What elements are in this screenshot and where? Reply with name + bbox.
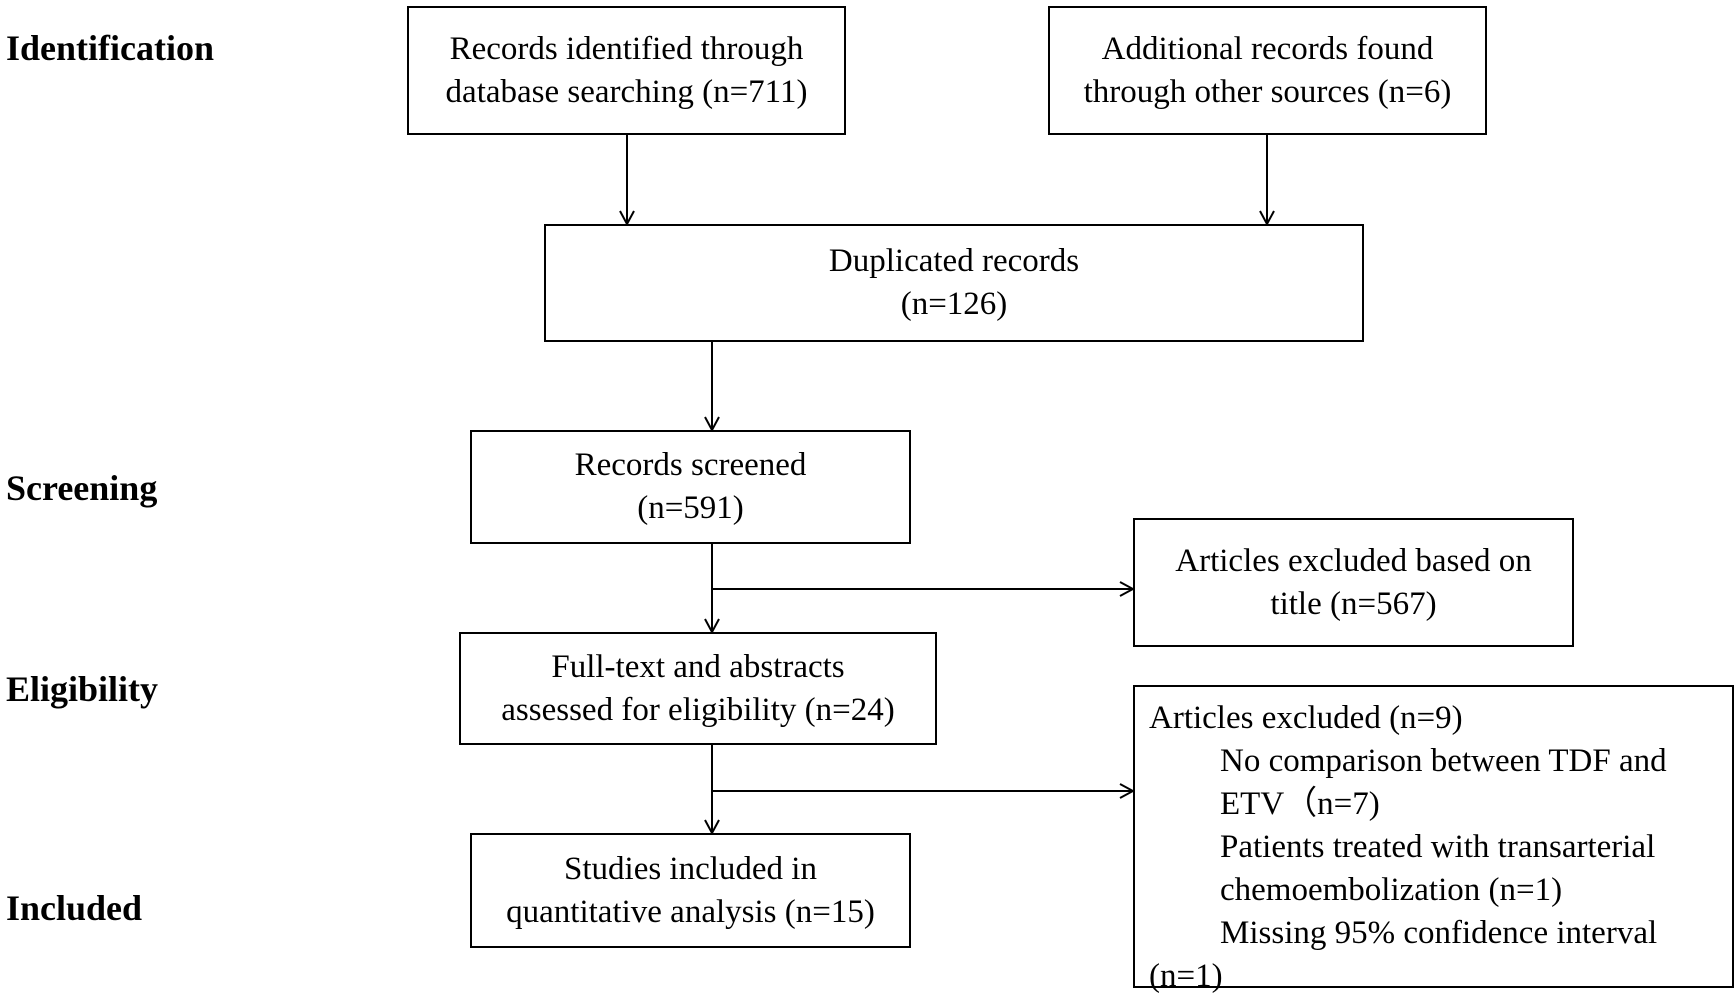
- box-fulltext-assessed: Full-text and abstracts assessed for eli…: [459, 632, 937, 745]
- box-excluded-by-title: Articles excluded based on title (n=567): [1133, 518, 1574, 647]
- phase-label-screening: Screening: [6, 468, 158, 508]
- excluded-reason-3-line2: (n=1): [1149, 958, 1223, 994]
- box-other-sources-line1: Additional records found: [1101, 30, 1434, 67]
- box-other-sources-line2: through other sources (n=6): [1083, 73, 1452, 110]
- box-screened-line1: Records screened: [574, 447, 807, 483]
- excluded-reason-2-line2: chemoembolization (n=1): [1220, 872, 1563, 908]
- box-fulltext-line2: assessed for eligibility (n=24): [501, 691, 895, 728]
- excluded-reason-2-line1: Patients treated with transarterial: [1220, 829, 1656, 865]
- phase-label-identification: Identification: [6, 28, 215, 68]
- excluded-reason-1-line1: No comparison between TDF and: [1220, 743, 1667, 779]
- box-studies-included: Studies included in quantitative analysi…: [470, 833, 911, 948]
- box-database-records: Records identified through database sear…: [407, 6, 846, 135]
- box-excluded-articles: Articles excluded (n=9) No comparison be…: [1133, 685, 1734, 994]
- box-fulltext-line1: Full-text and abstracts: [551, 648, 845, 685]
- box-included-line1: Studies included in: [564, 850, 817, 887]
- phase-label-included: Included: [6, 888, 143, 928]
- excluded-reason-1-line2: ETV（n=7): [1220, 786, 1380, 822]
- box-screened-line2: (n=591): [637, 490, 744, 526]
- box-database-line1: Records identified through: [449, 30, 804, 67]
- box-excluded-title-line1: Articles excluded based on: [1175, 542, 1532, 579]
- box-database-line2: database searching (n=711): [445, 73, 808, 110]
- box-other-sources: Additional records found through other s…: [1048, 6, 1487, 135]
- excluded-reason-3-line1: Missing 95% confidence interval: [1220, 915, 1658, 951]
- box-duplicates-line2: (n=126): [900, 286, 1008, 322]
- box-duplicates-line1: Duplicated records: [828, 243, 1080, 279]
- box-duplicated-records: Duplicated records (n=126): [544, 224, 1364, 342]
- box-records-screened: Records screened (n=591): [470, 430, 911, 544]
- phase-label-eligibility: Eligibility: [6, 669, 159, 709]
- box-included-line2: quantitative analysis (n=15): [506, 893, 875, 930]
- box-excluded-title-line2: title (n=567): [1270, 585, 1437, 622]
- excluded-articles-header: Articles excluded (n=9): [1149, 700, 1463, 736]
